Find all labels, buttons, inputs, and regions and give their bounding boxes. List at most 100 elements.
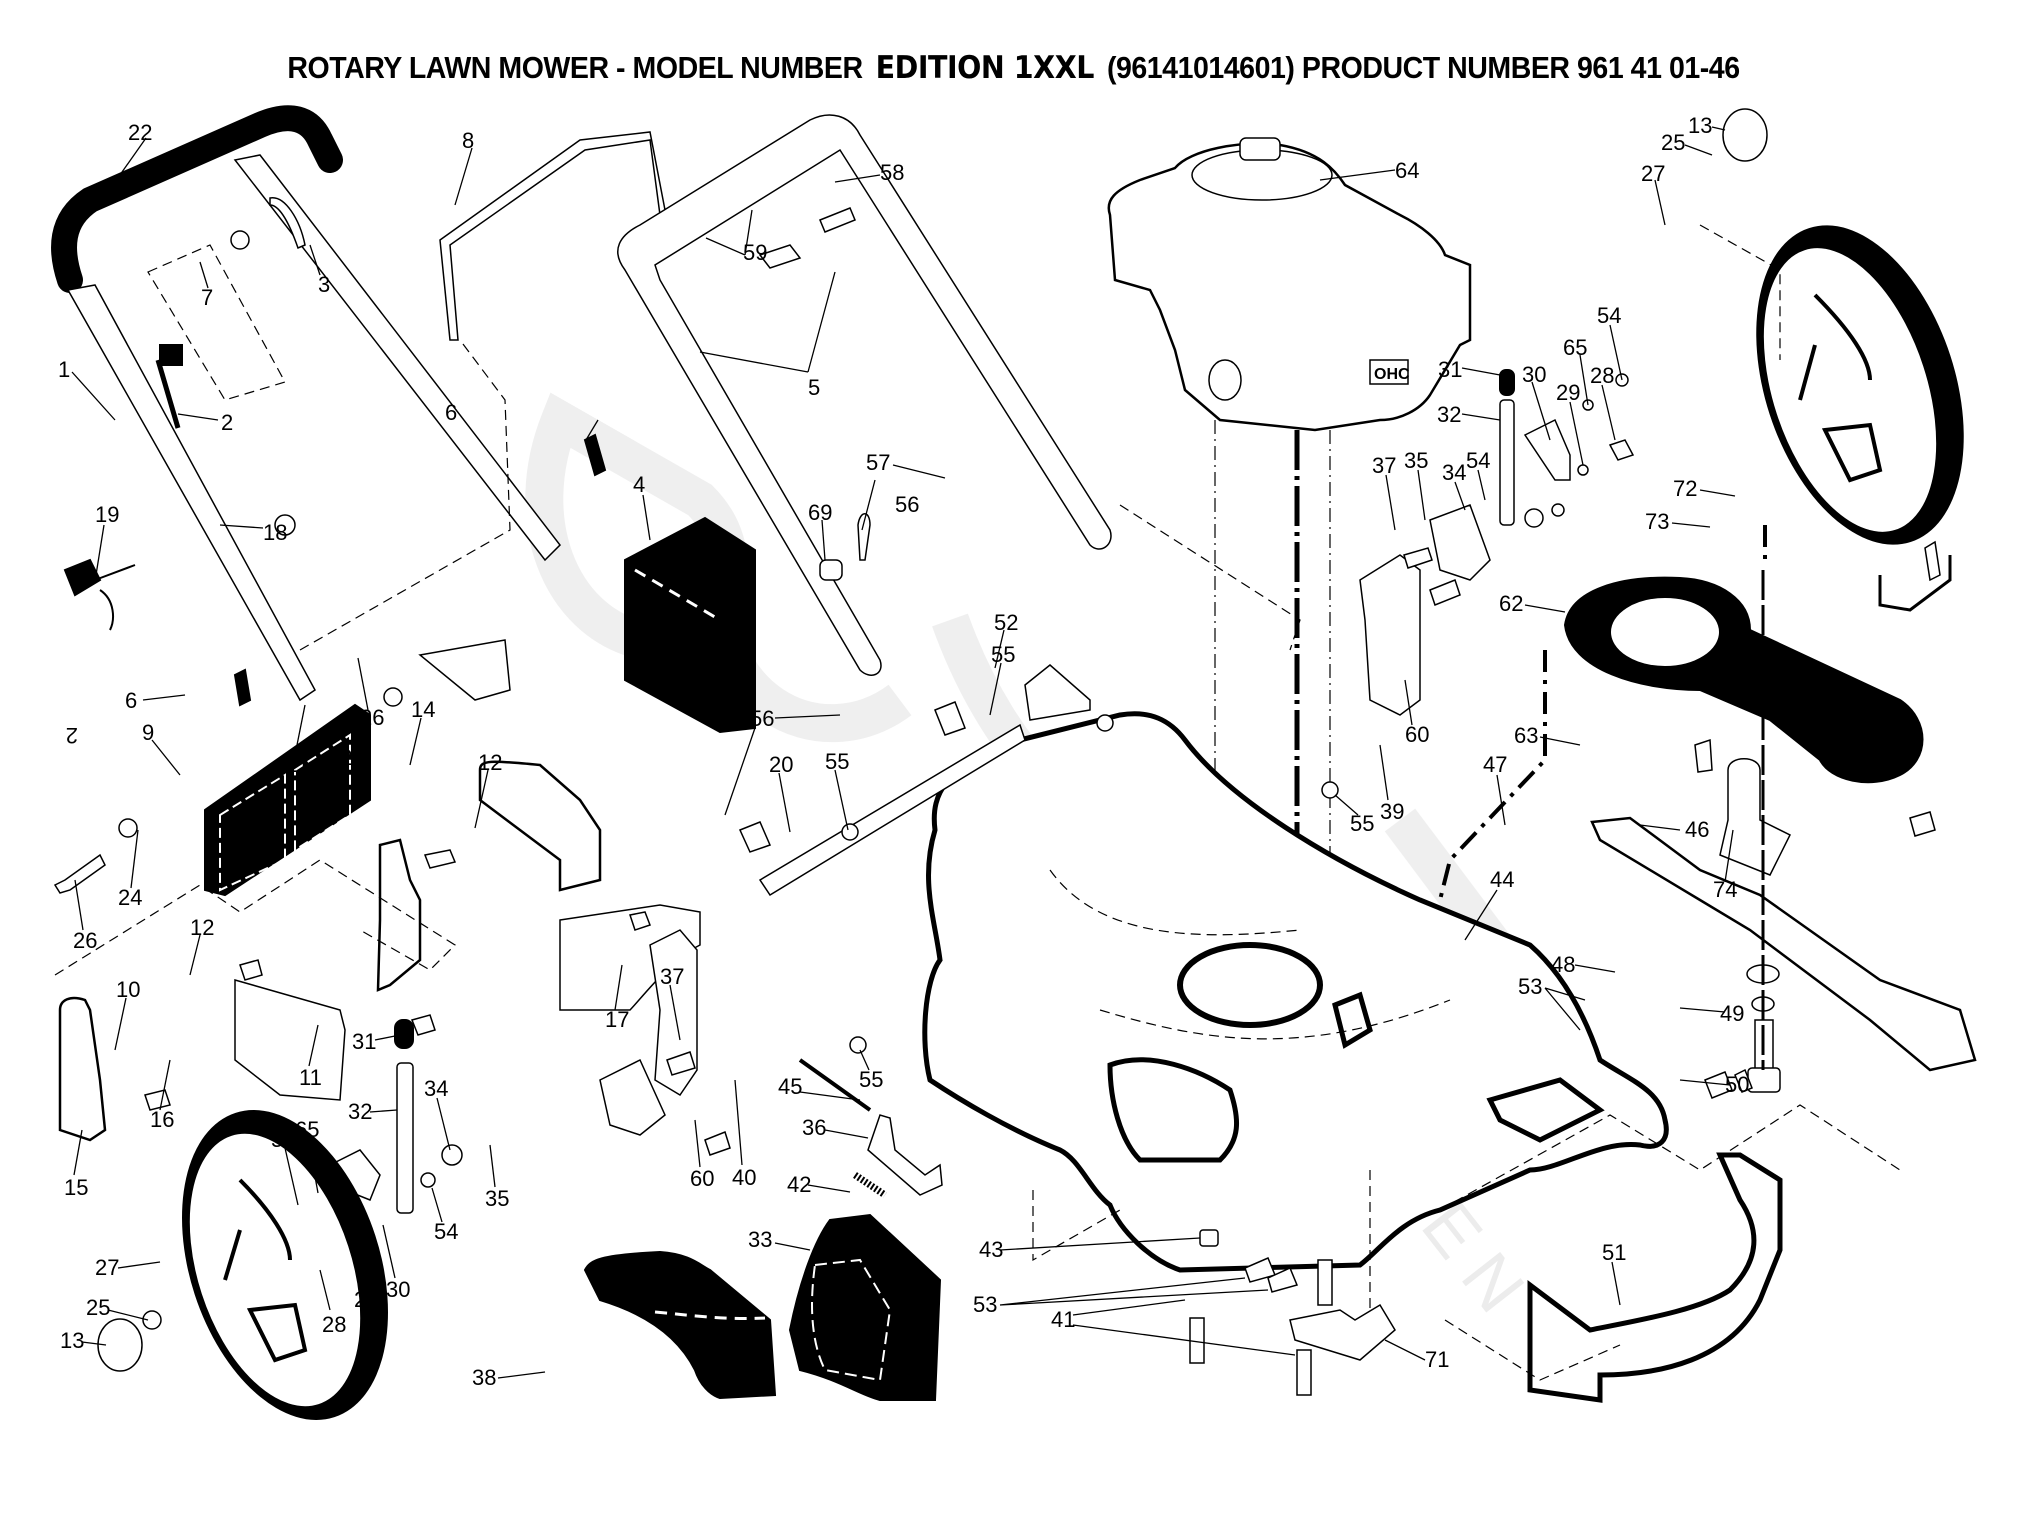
leader-32b xyxy=(369,1109,398,1113)
callout-60: 60 xyxy=(690,1166,714,1191)
leader-22 xyxy=(114,137,147,183)
callout-54: 54 xyxy=(1597,303,1621,328)
lower-handle-frame xyxy=(617,114,1112,676)
leader-55c xyxy=(1334,794,1359,816)
leader-56b-upper xyxy=(774,714,841,719)
callout-59: 59 xyxy=(743,240,767,265)
leader-1 xyxy=(71,371,116,421)
spacer-34-front xyxy=(441,1144,463,1166)
cable-clamp xyxy=(819,559,843,581)
spring-21 xyxy=(383,687,403,707)
housing-assembly-outline xyxy=(1438,650,1547,901)
leader-34b xyxy=(436,1097,451,1151)
leader-40 xyxy=(734,1079,743,1166)
callout-65: 65 xyxy=(295,1117,319,1142)
callout-57: 57 xyxy=(866,450,890,475)
engine-air-filter xyxy=(1208,359,1242,401)
callout-47: 47 xyxy=(1483,752,1507,777)
nut-18 xyxy=(274,514,296,536)
leader-39 xyxy=(1379,744,1389,801)
callout-55: 55 xyxy=(1350,811,1374,836)
explode-guide-line xyxy=(299,339,511,651)
leader-29b xyxy=(351,1217,363,1289)
wheel-nut-front xyxy=(142,1310,162,1330)
cable-guide-outline xyxy=(147,244,286,401)
leader-54d xyxy=(431,1187,443,1223)
handle-knob-upper xyxy=(583,433,607,477)
callout-22: 22 xyxy=(128,120,152,145)
grass-bag xyxy=(624,516,756,734)
angle-bar-20 xyxy=(758,723,1026,897)
leader-12c xyxy=(189,934,201,976)
callout-11: 11 xyxy=(299,1065,322,1090)
rear-wheel-spokes xyxy=(1798,293,1883,483)
rear-height-adjuster xyxy=(1359,369,1635,716)
screw-72 xyxy=(1924,540,1941,582)
leader-50 xyxy=(1679,1079,1731,1086)
bolt-60-rear xyxy=(1429,579,1461,606)
axle-arm-rear xyxy=(1523,418,1571,481)
callout-56: 56 xyxy=(895,492,919,517)
leader-73 xyxy=(1671,522,1711,528)
rear-flap-bracket-14 xyxy=(478,760,602,892)
leader-37b xyxy=(669,984,681,1041)
side-discharge-cover-panel xyxy=(811,1258,892,1382)
callout-13: 13 xyxy=(60,1328,84,1353)
nut-55-c xyxy=(1321,781,1339,799)
hinge-bolt-26-right xyxy=(418,639,511,701)
mulch-plug-seam xyxy=(654,1310,766,1320)
angle-bar-assembly xyxy=(738,664,1339,1054)
callout-71: 71 xyxy=(1425,1347,1449,1372)
side-discharge-cover xyxy=(788,1213,942,1401)
leader-13b xyxy=(81,1341,107,1346)
callout-12: 12 xyxy=(478,750,502,775)
leader-51 xyxy=(1611,1261,1621,1306)
callout-33: 33 xyxy=(748,1227,772,1252)
front-wheel-rim xyxy=(187,1131,363,1409)
grass-bag-seam xyxy=(634,568,721,622)
leader-32a xyxy=(1461,413,1501,421)
bumper-guide-line xyxy=(1439,1104,1901,1211)
callout-55: 55 xyxy=(825,749,849,774)
callout-48: 48 xyxy=(1551,952,1575,977)
leader-5 xyxy=(699,271,836,373)
leader-24 xyxy=(130,829,139,889)
leader-20 xyxy=(778,772,791,833)
front-bumper xyxy=(1439,1104,1901,1403)
leader-34a xyxy=(1454,481,1466,511)
callout-56: 56 xyxy=(750,706,774,731)
deck-contour-line xyxy=(1099,999,1451,1040)
blade-housing-assembly xyxy=(1438,525,1952,901)
callout-30: 30 xyxy=(1522,362,1546,387)
leader-9 xyxy=(151,739,181,776)
upper-handle-assembly xyxy=(51,105,561,702)
bolt-59-b xyxy=(819,207,856,233)
rear-flap-assembly xyxy=(53,639,701,1011)
callout-53: 53 xyxy=(1518,974,1542,999)
callout-36: 36 xyxy=(802,1115,826,1140)
leader-11 xyxy=(308,1024,319,1067)
title-suffix: (96141014601) PRODUCT NUMBER 961 41 01-4… xyxy=(1106,50,1740,85)
callout-55: 55 xyxy=(859,1067,883,1092)
rod-45 xyxy=(798,1058,872,1112)
callout-53: 53 xyxy=(973,1292,997,1317)
leader-49 xyxy=(1679,1007,1726,1013)
leader-55b xyxy=(834,769,849,831)
control-cable xyxy=(155,359,181,429)
hairpin-clip xyxy=(857,513,871,561)
leader-8 xyxy=(454,147,473,206)
leader-42 xyxy=(807,1184,851,1193)
callout-15: 15 xyxy=(64,1175,88,1200)
mower-deck xyxy=(922,711,1669,1273)
callout-37: 37 xyxy=(1372,453,1396,478)
callout-6: 6 xyxy=(125,688,137,713)
blade-adapter xyxy=(1719,758,1792,876)
leader-38 xyxy=(497,1371,546,1379)
callout-20: 20 xyxy=(769,752,793,777)
bolt-53-deck-a xyxy=(1734,1068,1753,1093)
callout-3: 3 xyxy=(318,272,330,297)
callout-38: 38 xyxy=(472,1365,496,1390)
spring-24 xyxy=(118,818,138,838)
callout-10: 10 xyxy=(116,977,140,1002)
callout-18: 18 xyxy=(263,520,287,545)
